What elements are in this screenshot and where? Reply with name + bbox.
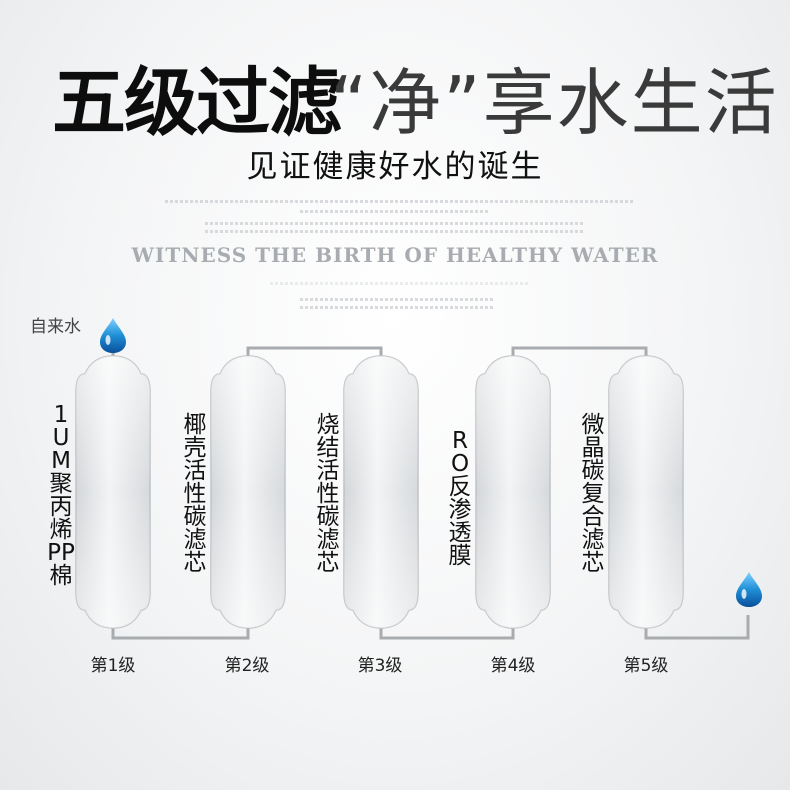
- headline-light: “净”享水生活: [330, 61, 779, 145]
- filter-name-1: 1UM聚丙烯PP棉: [47, 402, 75, 589]
- pipe-outlet: [644, 615, 750, 640]
- stage-label-2: 第2级: [224, 656, 270, 676]
- headline: 五级过滤 “净”享水生活: [0, 58, 790, 148]
- water-drop-icon: [736, 572, 762, 607]
- stage-label-1: 第1级: [90, 656, 136, 676]
- headline-bold: 五级过滤: [52, 60, 342, 146]
- filter-name-3: 烧结活性碳滤芯: [316, 412, 340, 576]
- filter-cartridge-5: [608, 355, 684, 629]
- decorative-text-line: [300, 210, 490, 213]
- filter-cartridge-1: [75, 355, 151, 629]
- decorative-text-line: [300, 306, 495, 309]
- filter-cartridge-4: [475, 355, 551, 629]
- filter-cartridges: [75, 355, 684, 629]
- pipe-1-2: [111, 626, 250, 640]
- filter-name-5: 微晶碳复合滤芯: [581, 412, 605, 576]
- filter-name-4: RO反渗透膜: [448, 428, 472, 569]
- pipe-3-4: [379, 626, 515, 640]
- decorative-text-line: [165, 200, 635, 203]
- decorative-reflection: [270, 282, 530, 285]
- english-title: WITNESS THE BIRTH OF HEALTHY WATER: [131, 243, 659, 267]
- stage-label-4: 第4级: [490, 656, 536, 676]
- decorative-text-line: [300, 298, 495, 301]
- filter-name-2: 椰壳活性碳滤芯: [183, 412, 207, 576]
- stage-label-5: 第5级: [623, 656, 669, 676]
- decorative-text-line: [205, 222, 585, 225]
- water-drop-icon: [100, 318, 126, 353]
- stage-label-3: 第3级: [357, 656, 403, 676]
- tap-water-label: 自来水: [30, 317, 81, 337]
- filter-cartridge-3: [343, 355, 419, 629]
- decorative-text-line: [205, 230, 585, 233]
- filter-cartridge-2: [210, 355, 286, 629]
- subtitle: 见证健康好水的诞生: [246, 149, 544, 185]
